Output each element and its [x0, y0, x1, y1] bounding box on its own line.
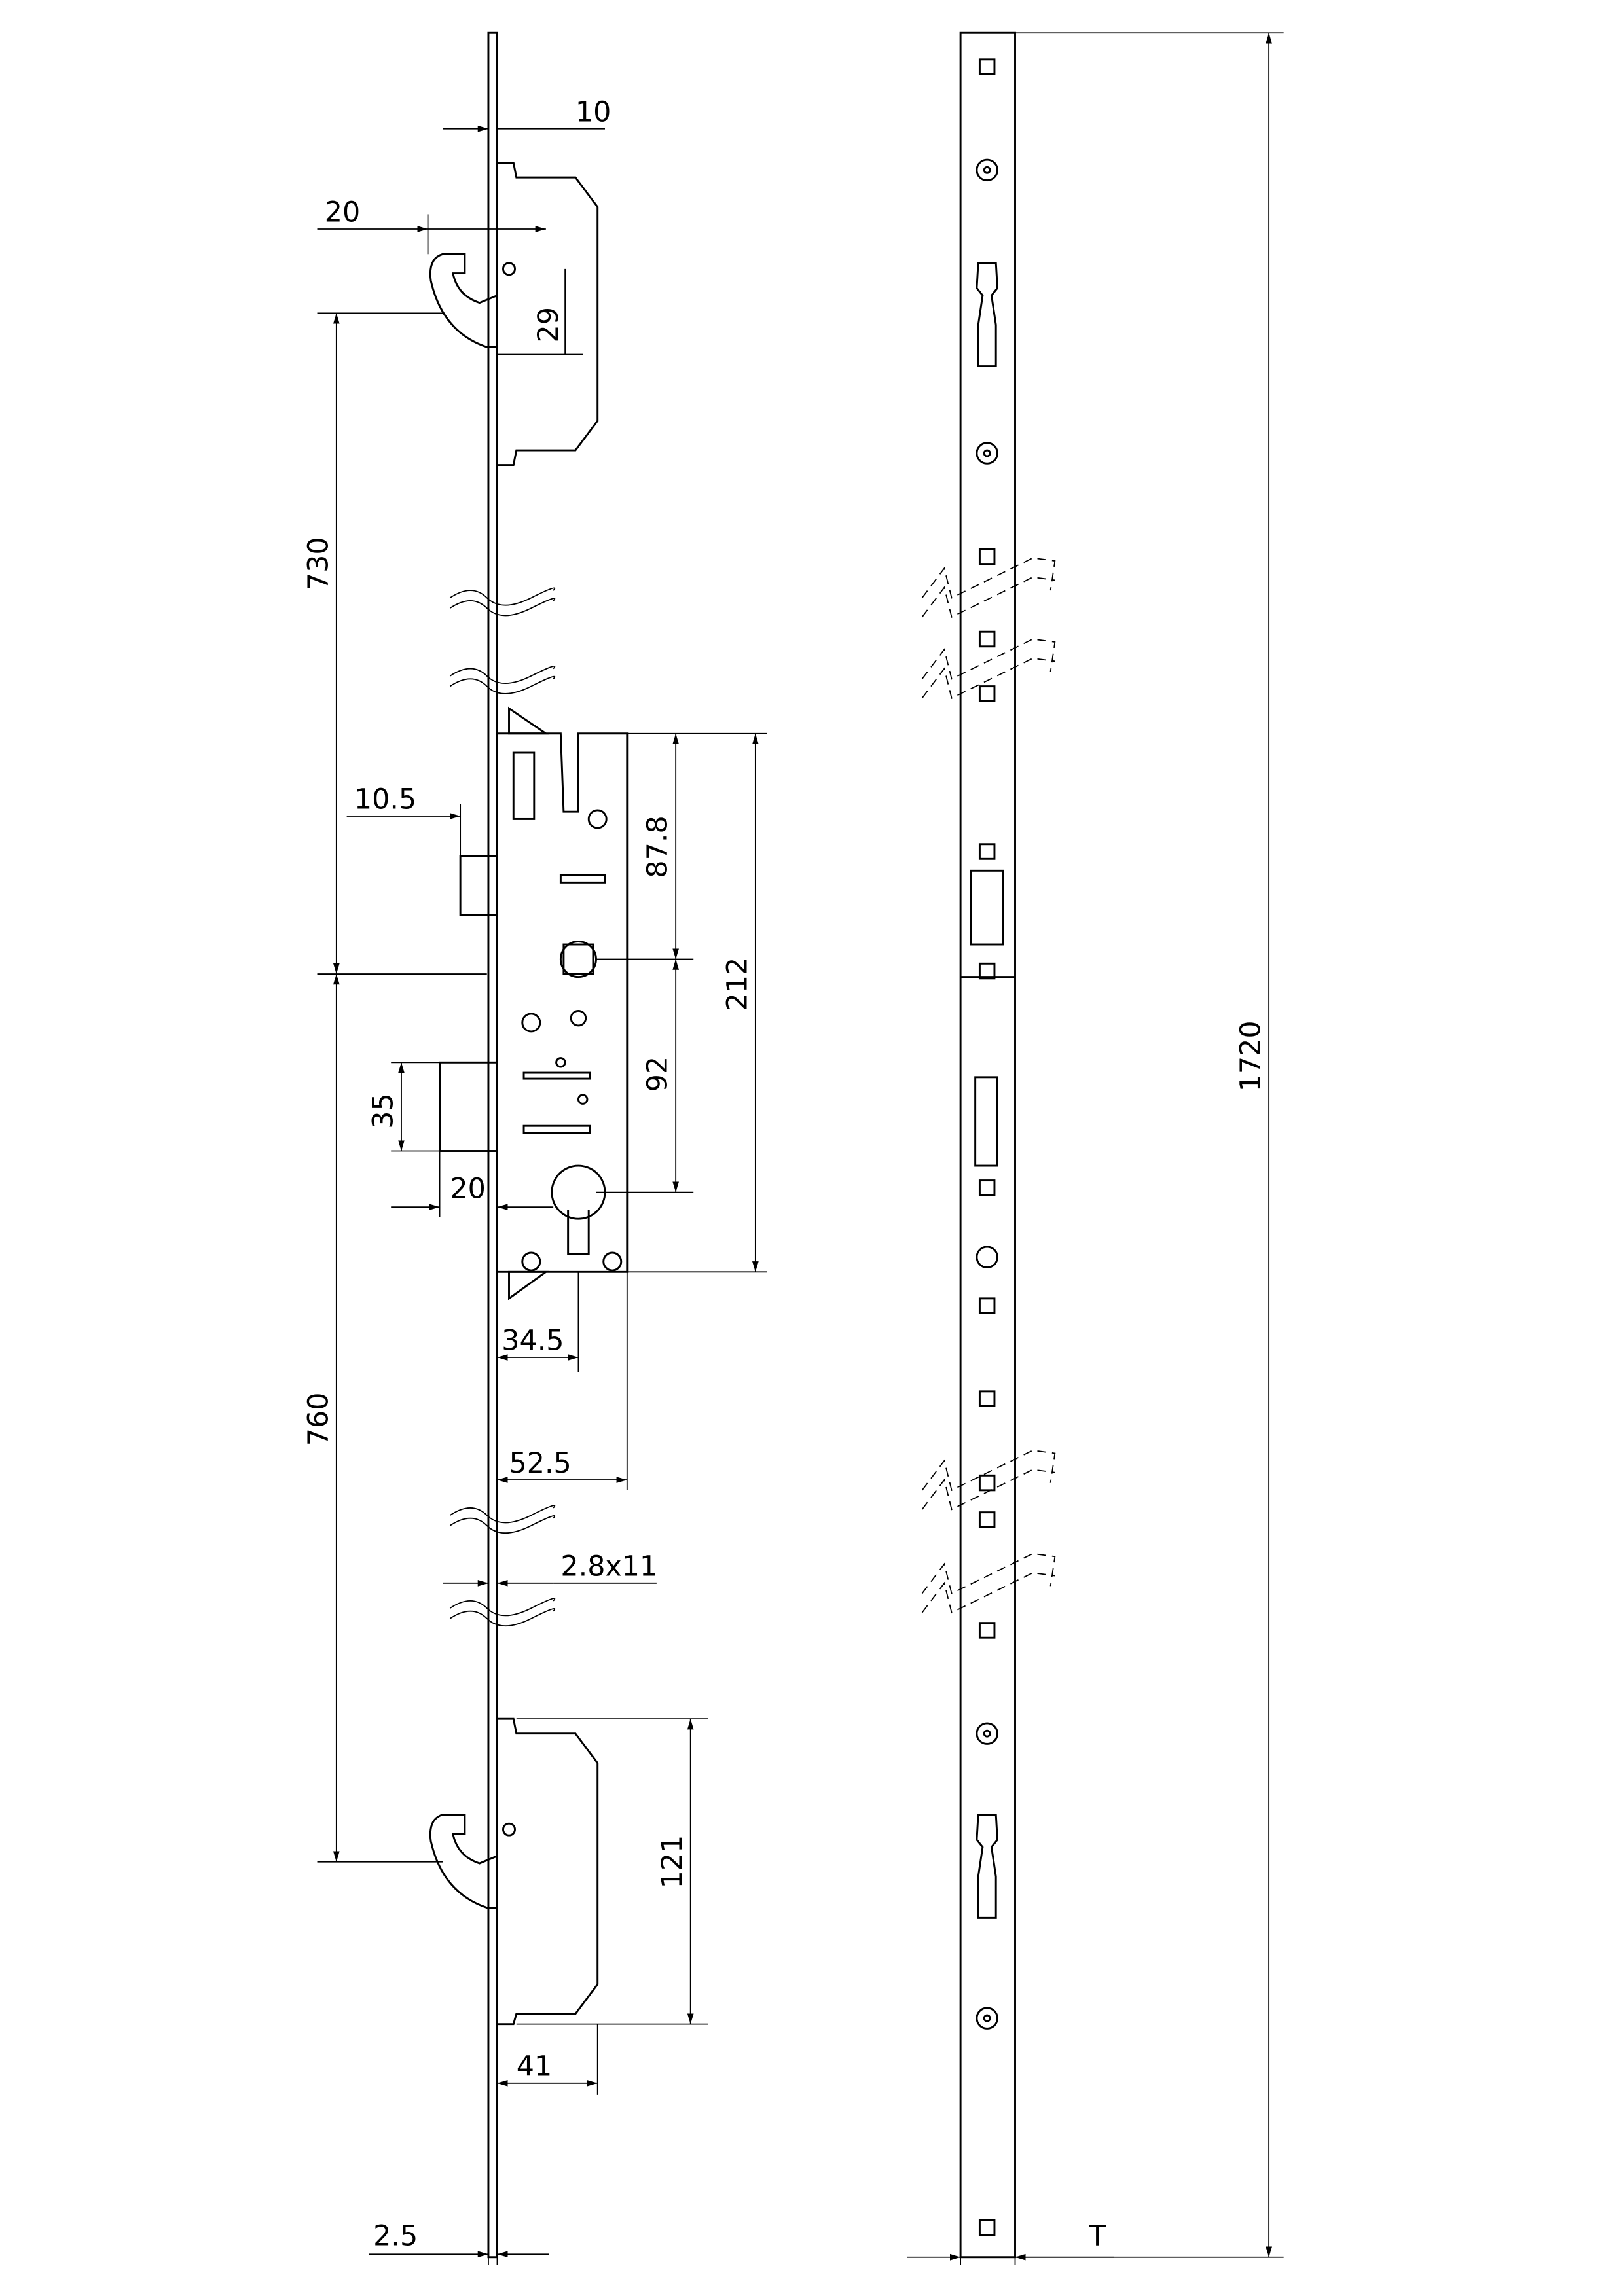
dim-10-5: 10.5 — [354, 783, 416, 816]
dim-760: 760 — [302, 1393, 335, 1446]
break-lines — [449, 587, 556, 1626]
dim-T: T — [1088, 2220, 1106, 2253]
deadbolt — [439, 1061, 498, 1152]
upper-hook — [429, 253, 498, 348]
faceplate-side — [487, 31, 498, 2259]
hook-slot-lower — [976, 1814, 998, 1919]
faceplate-front — [959, 31, 1016, 2259]
dim-212: 212 — [721, 958, 754, 1011]
dim-92: 92 — [642, 1056, 674, 1092]
dim-34-5: 34.5 — [501, 1325, 564, 1357]
side-dimensions: 10 20 29 730 10.5 87.8 92 212 35 20 34.5… — [302, 96, 767, 2265]
dim-2-5: 2.5 — [373, 2220, 418, 2253]
dim-52-5: 52.5 — [509, 1447, 572, 1480]
latch — [512, 751, 536, 820]
hook-slot-upper — [976, 262, 998, 368]
spindle-hole — [562, 943, 594, 975]
latch-front — [970, 869, 1004, 946]
lower-hook — [429, 1814, 498, 1909]
dim-41: 41 — [517, 2051, 552, 2083]
dim-35: 35 — [367, 1093, 399, 1128]
side-view — [429, 31, 629, 2259]
dim-10: 10 — [575, 96, 611, 128]
dim-730: 730 — [302, 537, 335, 590]
front-dimensions: 1720 T — [907, 32, 1284, 2265]
bolt-front — [974, 1076, 998, 1167]
dim-1720: 1720 — [1235, 1020, 1267, 1092]
dim-121: 121 — [656, 1835, 689, 1889]
front-break-lines — [921, 557, 1056, 1614]
front-view — [921, 31, 1056, 2259]
dim-20-bolt: 20 — [450, 1173, 485, 1206]
dim-2-8x11: 2.8x11 — [560, 1551, 657, 1583]
dim-20-top: 20 — [325, 196, 360, 229]
dim-87-8: 87.8 — [642, 816, 674, 878]
screw-holes — [976, 58, 998, 2236]
lower-hook-case — [497, 1717, 599, 2026]
latch-bolt — [459, 855, 498, 916]
upper-hook-case — [497, 162, 599, 467]
dim-29: 29 — [532, 307, 565, 342]
gearbox-case — [496, 732, 629, 1273]
